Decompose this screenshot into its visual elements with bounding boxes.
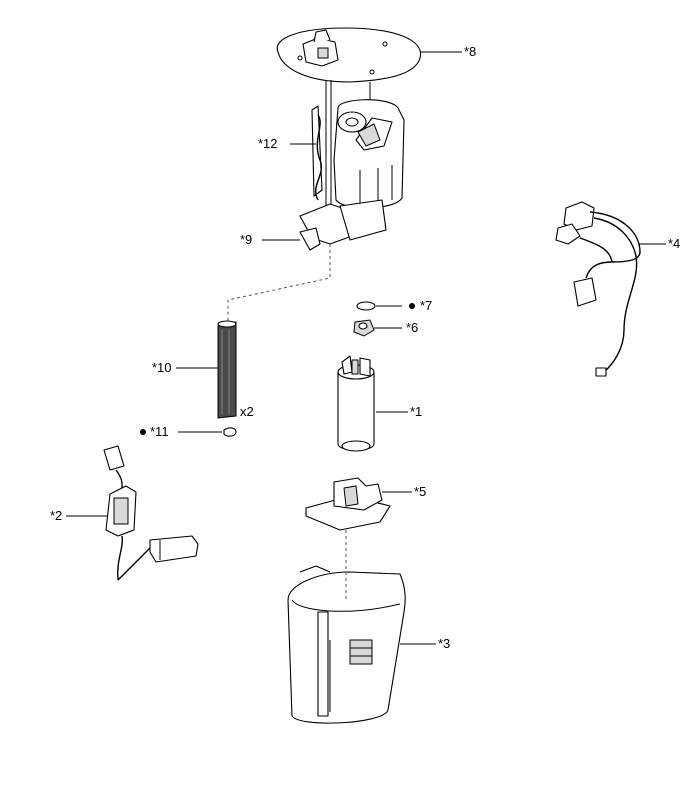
label-10: *10 [152,360,172,375]
fuel-pump [337,355,375,452]
bullet-11 [140,429,146,435]
fuel-filter-bracket [305,477,391,531]
label-2: *2 [50,508,62,523]
sub-tank [287,565,406,724]
fuel-pump-module-assembly [276,27,422,251]
label-9: *9 [240,232,252,247]
label-3: *3 [438,636,450,651]
leader-lines [66,51,666,645]
label-qty: x2 [240,404,254,419]
label-5: *5 [414,484,426,499]
wire-harness [555,201,641,377]
label-11: *11 [150,424,169,439]
o-ring [356,301,376,311]
label-12: *12 [258,136,278,151]
label-6: *6 [406,320,418,335]
bullet-7 [409,303,415,309]
label-7: *7 [420,298,432,313]
hose-clip [223,427,237,437]
label-1: *1 [410,404,422,419]
label-8: *8 [464,44,476,59]
fuel-pump-nut [353,319,375,337]
fuel-hose [217,320,237,419]
fuel-sender-gauge [103,445,199,581]
alignment-lines [227,244,347,600]
label-4: *4 [668,236,680,251]
